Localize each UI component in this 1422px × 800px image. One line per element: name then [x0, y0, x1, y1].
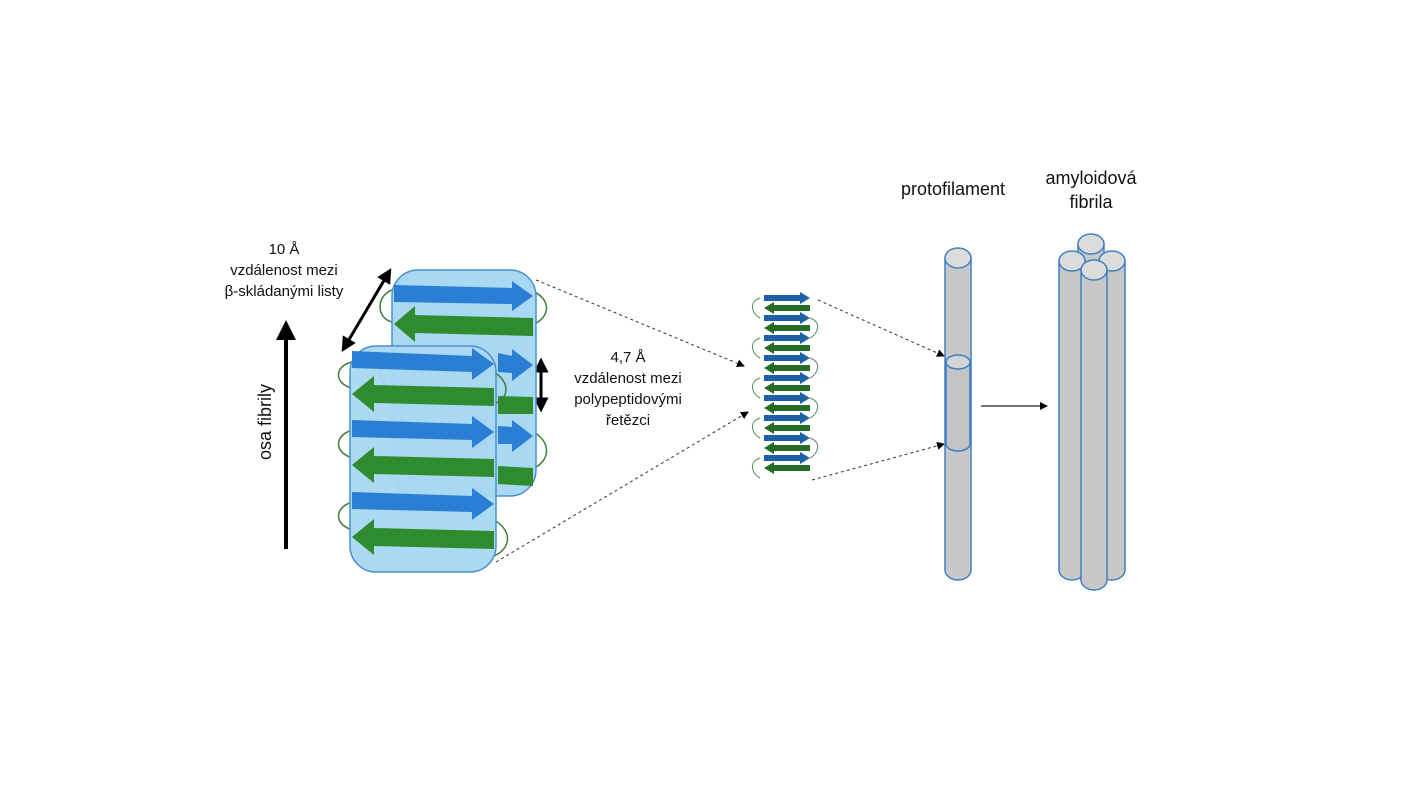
strand-arrow-green [764, 362, 810, 374]
chain-distance-line1: vzdálenost mezi [574, 370, 682, 387]
loop [809, 317, 818, 339]
protofilament-connector-bottom [811, 441, 945, 481]
loop [493, 519, 509, 557]
strand-arrow-green [352, 519, 494, 555]
strand-arrow-blue [764, 332, 810, 344]
strand-arrow-blue [764, 292, 810, 304]
strand-arrow-blue [764, 452, 810, 464]
loop [752, 417, 761, 439]
amyloid-fibril-label: amyloidová fibrila [1045, 168, 1137, 212]
strand-arrow-green [764, 382, 810, 394]
strand-arrow-blue [352, 416, 494, 448]
strand-arrow-blue [352, 488, 494, 520]
chain-distance-label: 4,7 Å vzdálenost mezi polypeptidovými ře… [574, 349, 682, 429]
amyloid-label-line1: amyloidová [1045, 168, 1137, 188]
strand-arrow-blue [764, 312, 810, 324]
loop [379, 289, 393, 323]
cylinder-top [1080, 259, 1108, 281]
amyloid-label-line2: fibrila [1069, 192, 1113, 212]
sheet-distance-label: 10 Å vzdálenost mezi β-skládanými listy [225, 241, 344, 300]
strand-arrow-green [764, 322, 810, 334]
chain-distance-line2: polypeptidovými [574, 391, 682, 408]
loop [337, 429, 353, 459]
zoom-connector-bottom [495, 411, 749, 563]
loop [752, 337, 761, 359]
loop [493, 371, 507, 405]
segment-top [945, 354, 971, 370]
loop [752, 377, 761, 399]
loop [752, 297, 761, 319]
fibril-axis-label: osa fibrily [255, 384, 275, 460]
zoom-connector-top [535, 279, 745, 368]
strand-arrow-green [764, 462, 810, 474]
strand-arrow-green [352, 376, 494, 412]
sheet-distance-value: 10 Å [269, 241, 300, 258]
strand-arrow-green [764, 342, 810, 354]
beta-strand-stack [752, 292, 818, 479]
strand-arrow-blue [764, 432, 810, 444]
strand-arrow-blue [764, 392, 810, 404]
strand-arrow-blue [764, 352, 810, 364]
protofilament-connector-top [817, 299, 945, 357]
chain-distance-value: 4,7 Å [610, 349, 645, 366]
loop [337, 501, 353, 531]
cylinder-top [1058, 250, 1086, 272]
segment-body [945, 362, 971, 452]
cylinder-top [944, 247, 972, 269]
amyloid-fibril-bundle [1058, 233, 1126, 591]
strand-arrow-blue [394, 281, 533, 311]
strand-arrow-blue [352, 348, 494, 380]
beta-sheet-front [337, 345, 509, 573]
loop [809, 437, 818, 459]
loop [809, 357, 818, 379]
sheet-distance-line1: vzdálenost mezi [230, 262, 338, 279]
strand-arrow-green [498, 396, 533, 414]
strand-arrow-green [764, 402, 810, 414]
loop [752, 457, 761, 479]
strand-arrow-green [394, 306, 533, 342]
strand-arrow-green [498, 466, 533, 486]
loop [809, 397, 818, 419]
strand-arrow-blue [764, 372, 810, 384]
strand-arrow-blue [764, 412, 810, 424]
cylinder-top [1077, 233, 1105, 255]
chain-distance-line3: řetězci [606, 412, 650, 429]
strand-arrow-green [352, 447, 494, 483]
loop [337, 361, 353, 389]
protofilament-cylinder [944, 247, 972, 581]
sheet-distance-line2: β-skládanými listy [225, 283, 344, 300]
strand-arrow-blue [498, 420, 533, 452]
cylinder-body [1080, 269, 1108, 591]
sheet-distance-arrow [341, 268, 392, 353]
strand-arrow-green [764, 302, 810, 314]
strand-arrow-blue [498, 349, 533, 381]
strand-arrow-green [764, 442, 810, 454]
protofilament-label: protofilament [901, 179, 1005, 199]
strand-arrow-green [764, 422, 810, 434]
